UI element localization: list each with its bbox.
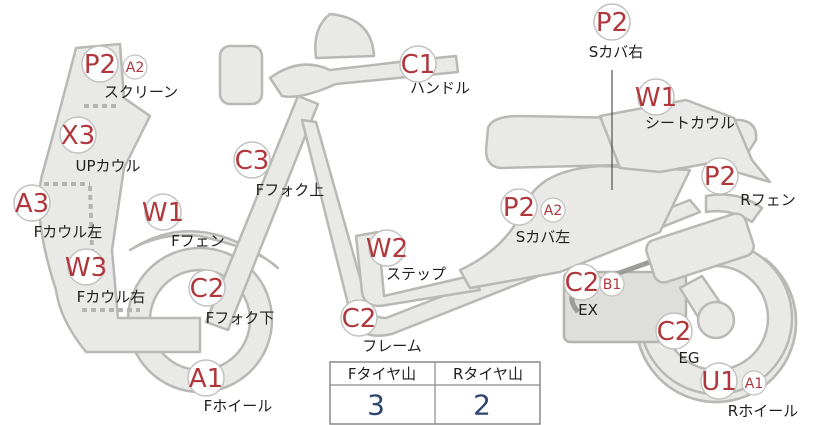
part-code: P2 bbox=[84, 50, 116, 80]
part-subcode: A2 bbox=[126, 60, 144, 76]
part-code-badge bbox=[81, 45, 119, 83]
part-code-badge bbox=[637, 78, 675, 116]
part-code: C2 bbox=[565, 268, 600, 298]
part-code: C1 bbox=[401, 50, 436, 80]
part-code: P2 bbox=[503, 193, 535, 223]
part-code: A3 bbox=[15, 189, 49, 219]
part-name: Fフォク上 bbox=[256, 181, 325, 199]
tire-table-header-rear: Rタイヤ山 bbox=[453, 365, 523, 383]
tire-table-value-front: 3 bbox=[367, 389, 385, 422]
part-code: W3 bbox=[65, 253, 107, 283]
tire-tread-table: Fタイヤ山 Rタイヤ山 3 2 bbox=[329, 361, 541, 425]
part-code: C2 bbox=[657, 317, 692, 347]
part-subcode-badge bbox=[540, 197, 566, 223]
part-name: UPカウル bbox=[75, 157, 140, 175]
part-subcode-badge bbox=[741, 370, 767, 396]
part-code: C2 bbox=[190, 274, 225, 304]
part-name: Fホイール bbox=[204, 397, 273, 415]
part-code-badge bbox=[701, 157, 739, 195]
part-code: W1 bbox=[142, 198, 184, 228]
part-code: W1 bbox=[635, 83, 677, 113]
part-subcode: B1 bbox=[603, 277, 622, 293]
part-code: U1 bbox=[701, 367, 737, 397]
part-name: Fフォク下 bbox=[206, 309, 275, 327]
part-label-14: C2 フレーム bbox=[340, 299, 422, 355]
part-code-badge bbox=[188, 269, 226, 307]
part-code-badge bbox=[187, 359, 225, 397]
part-code-badge bbox=[593, 3, 631, 41]
part-code: W2 bbox=[366, 234, 408, 264]
part-code: C3 bbox=[235, 146, 270, 176]
part-code-badge bbox=[67, 248, 105, 286]
step-shape bbox=[354, 230, 482, 308]
part-code-badge bbox=[655, 312, 693, 350]
airbox-shape bbox=[645, 212, 755, 284]
part-code-badge bbox=[368, 229, 406, 267]
part-code: C2 bbox=[342, 304, 377, 334]
part-subcode-badge bbox=[122, 54, 148, 80]
mirror-shape bbox=[314, 12, 376, 60]
part-code-badge bbox=[13, 184, 51, 222]
rear-axle-shape bbox=[696, 300, 736, 340]
part-code: P2 bbox=[596, 8, 628, 38]
part-name: EX bbox=[578, 301, 598, 319]
part-subcode-badge bbox=[599, 271, 625, 297]
part-name: ステップ bbox=[386, 265, 446, 283]
part-name: Fカウル右 bbox=[77, 288, 146, 306]
part-code-badge bbox=[59, 116, 97, 154]
part-name: ハンドル bbox=[410, 79, 470, 97]
part-name: Rフェン bbox=[740, 191, 795, 209]
part-code-badge bbox=[500, 188, 538, 226]
part-code-badge bbox=[233, 141, 271, 179]
part-subcode: A1 bbox=[745, 376, 763, 392]
part-code-badge bbox=[144, 193, 182, 231]
part-code-badge bbox=[700, 362, 738, 400]
part-name: Sカバ右 bbox=[589, 43, 644, 61]
part-label-0: P2 A2 スクリーン bbox=[81, 45, 178, 101]
part-name: Fカウル左 bbox=[34, 223, 103, 241]
tire-table-value-rear: 2 bbox=[473, 389, 491, 422]
part-code: P2 bbox=[704, 162, 736, 192]
rear-fender-shape bbox=[704, 193, 764, 224]
cowl-seam-3 bbox=[88, 185, 94, 251]
part-name: シートカウル bbox=[645, 114, 735, 132]
part-name: フレーム bbox=[362, 337, 422, 355]
tire-table-header-front: Fタイヤ山 bbox=[348, 365, 416, 383]
part-name: スクリーン bbox=[104, 83, 178, 101]
part-code: A1 bbox=[189, 364, 223, 394]
front-fork-shape bbox=[204, 94, 320, 332]
part-name: EG bbox=[678, 349, 699, 367]
part-name: Sカバ左 bbox=[516, 228, 571, 246]
part-name: Fフェン bbox=[171, 232, 225, 250]
part-code: X3 bbox=[61, 121, 95, 151]
part-subcode: A2 bbox=[544, 203, 562, 219]
part-code-badge bbox=[399, 45, 437, 83]
part-name: Rホイール bbox=[728, 402, 798, 420]
headlight-shape bbox=[218, 44, 264, 106]
part-code-badge bbox=[340, 299, 378, 337]
